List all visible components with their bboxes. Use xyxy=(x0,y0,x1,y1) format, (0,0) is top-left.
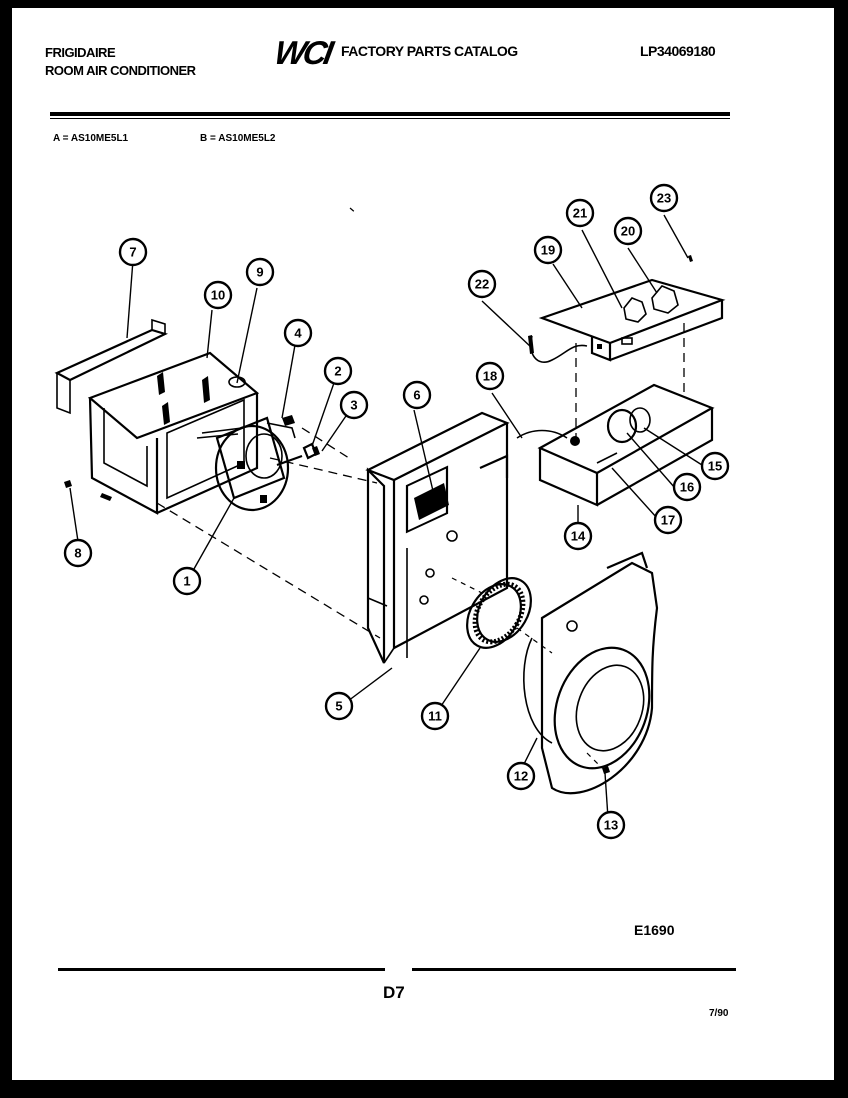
callout-label: 1 xyxy=(183,574,190,589)
brand-name: FRIGIDAIRE xyxy=(45,45,116,60)
callout-10: 10 xyxy=(203,280,233,310)
revision-date: 7/90 xyxy=(709,1008,729,1019)
callout-label: 20 xyxy=(621,224,635,239)
callout-5: 5 xyxy=(324,691,354,721)
part-fan-motor xyxy=(196,416,303,512)
callout-23: 23 xyxy=(649,183,679,213)
callout-7: 7 xyxy=(118,237,148,267)
part-scroll-housing xyxy=(523,551,659,795)
callout-label: 18 xyxy=(483,369,497,384)
callout-label: 6 xyxy=(413,388,420,403)
callout-label: 12 xyxy=(514,769,528,784)
callout-label: 4 xyxy=(294,326,302,341)
callout-19: 19 xyxy=(533,235,563,265)
page-number: D7 xyxy=(383,983,405,1002)
parts-catalog-page: FRIGIDAIRE ROOM AIR CONDITIONER WCI FACT… xyxy=(12,8,834,1080)
callout-6: 6 xyxy=(402,380,432,410)
callout-1: 1 xyxy=(172,566,202,596)
callout-20: 20 xyxy=(613,216,643,246)
exploded-parts-diagram: 1 2 3 4 5 6 7 8 9 10 11 12 13 14 15 16 1… xyxy=(54,183,730,840)
leader-lines xyxy=(69,214,703,819)
footer-rule-left xyxy=(58,968,385,971)
callout-11: 11 xyxy=(420,701,450,731)
callout-label: 21 xyxy=(573,206,587,221)
figure-id: E1690 xyxy=(634,922,675,938)
callout-8: 8 xyxy=(63,538,93,568)
callout-14: 14 xyxy=(563,521,593,551)
callout-13: 13 xyxy=(596,810,626,840)
part-fasteners xyxy=(282,415,320,460)
part-blower-panel xyxy=(365,411,510,664)
part-screw-8 xyxy=(64,480,72,488)
part-control-box xyxy=(537,383,715,507)
callout-21: 21 xyxy=(565,198,595,228)
callout-3: 3 xyxy=(339,390,369,420)
callout-label: 15 xyxy=(708,459,722,474)
callout-16: 16 xyxy=(672,472,702,502)
callout-17: 17 xyxy=(653,505,683,535)
model-b-label: B = AS10ME5L2 xyxy=(200,133,276,144)
callout-label: 9 xyxy=(256,265,263,280)
part-control-panel xyxy=(538,278,726,362)
header-rule-thin xyxy=(50,118,730,119)
part-mounting-bracket xyxy=(54,318,168,415)
callout-label: 10 xyxy=(211,288,225,303)
callout-label: 23 xyxy=(657,191,671,206)
callout-9: 9 xyxy=(245,257,275,287)
product-line: ROOM AIR CONDITIONER xyxy=(45,63,196,78)
callout-label: 22 xyxy=(475,277,489,292)
callout-2: 2 xyxy=(323,356,353,386)
callout-label: 19 xyxy=(541,243,555,258)
part-screw xyxy=(602,766,610,774)
callout-label: 7 xyxy=(129,245,136,260)
callout-label: 16 xyxy=(680,480,694,495)
callout-label: 17 xyxy=(661,513,675,528)
callout-22: 22 xyxy=(467,269,497,299)
callout-18: 18 xyxy=(475,361,505,391)
header-rule xyxy=(50,112,730,116)
callout-label: 13 xyxy=(604,818,618,833)
document-number: LP34069180 xyxy=(640,43,716,59)
catalog-title: FACTORY PARTS CATALOG xyxy=(341,43,518,59)
alignment-lines xyxy=(156,207,685,769)
callout-label: 8 xyxy=(74,546,81,561)
callout-4: 4 xyxy=(283,318,313,348)
callout-label: 14 xyxy=(571,529,586,544)
callout-15: 15 xyxy=(700,451,730,481)
footer-rule-right xyxy=(412,968,736,971)
model-a-label: A = AS10ME5L1 xyxy=(53,133,129,144)
callout-label: 11 xyxy=(428,709,442,724)
callout-label: 3 xyxy=(350,398,357,413)
callout-label: 5 xyxy=(335,699,342,714)
part-screw-23 xyxy=(688,255,693,262)
callout-12: 12 xyxy=(506,761,536,791)
callout-label: 2 xyxy=(334,364,341,379)
part-blower-wheel xyxy=(466,577,532,649)
